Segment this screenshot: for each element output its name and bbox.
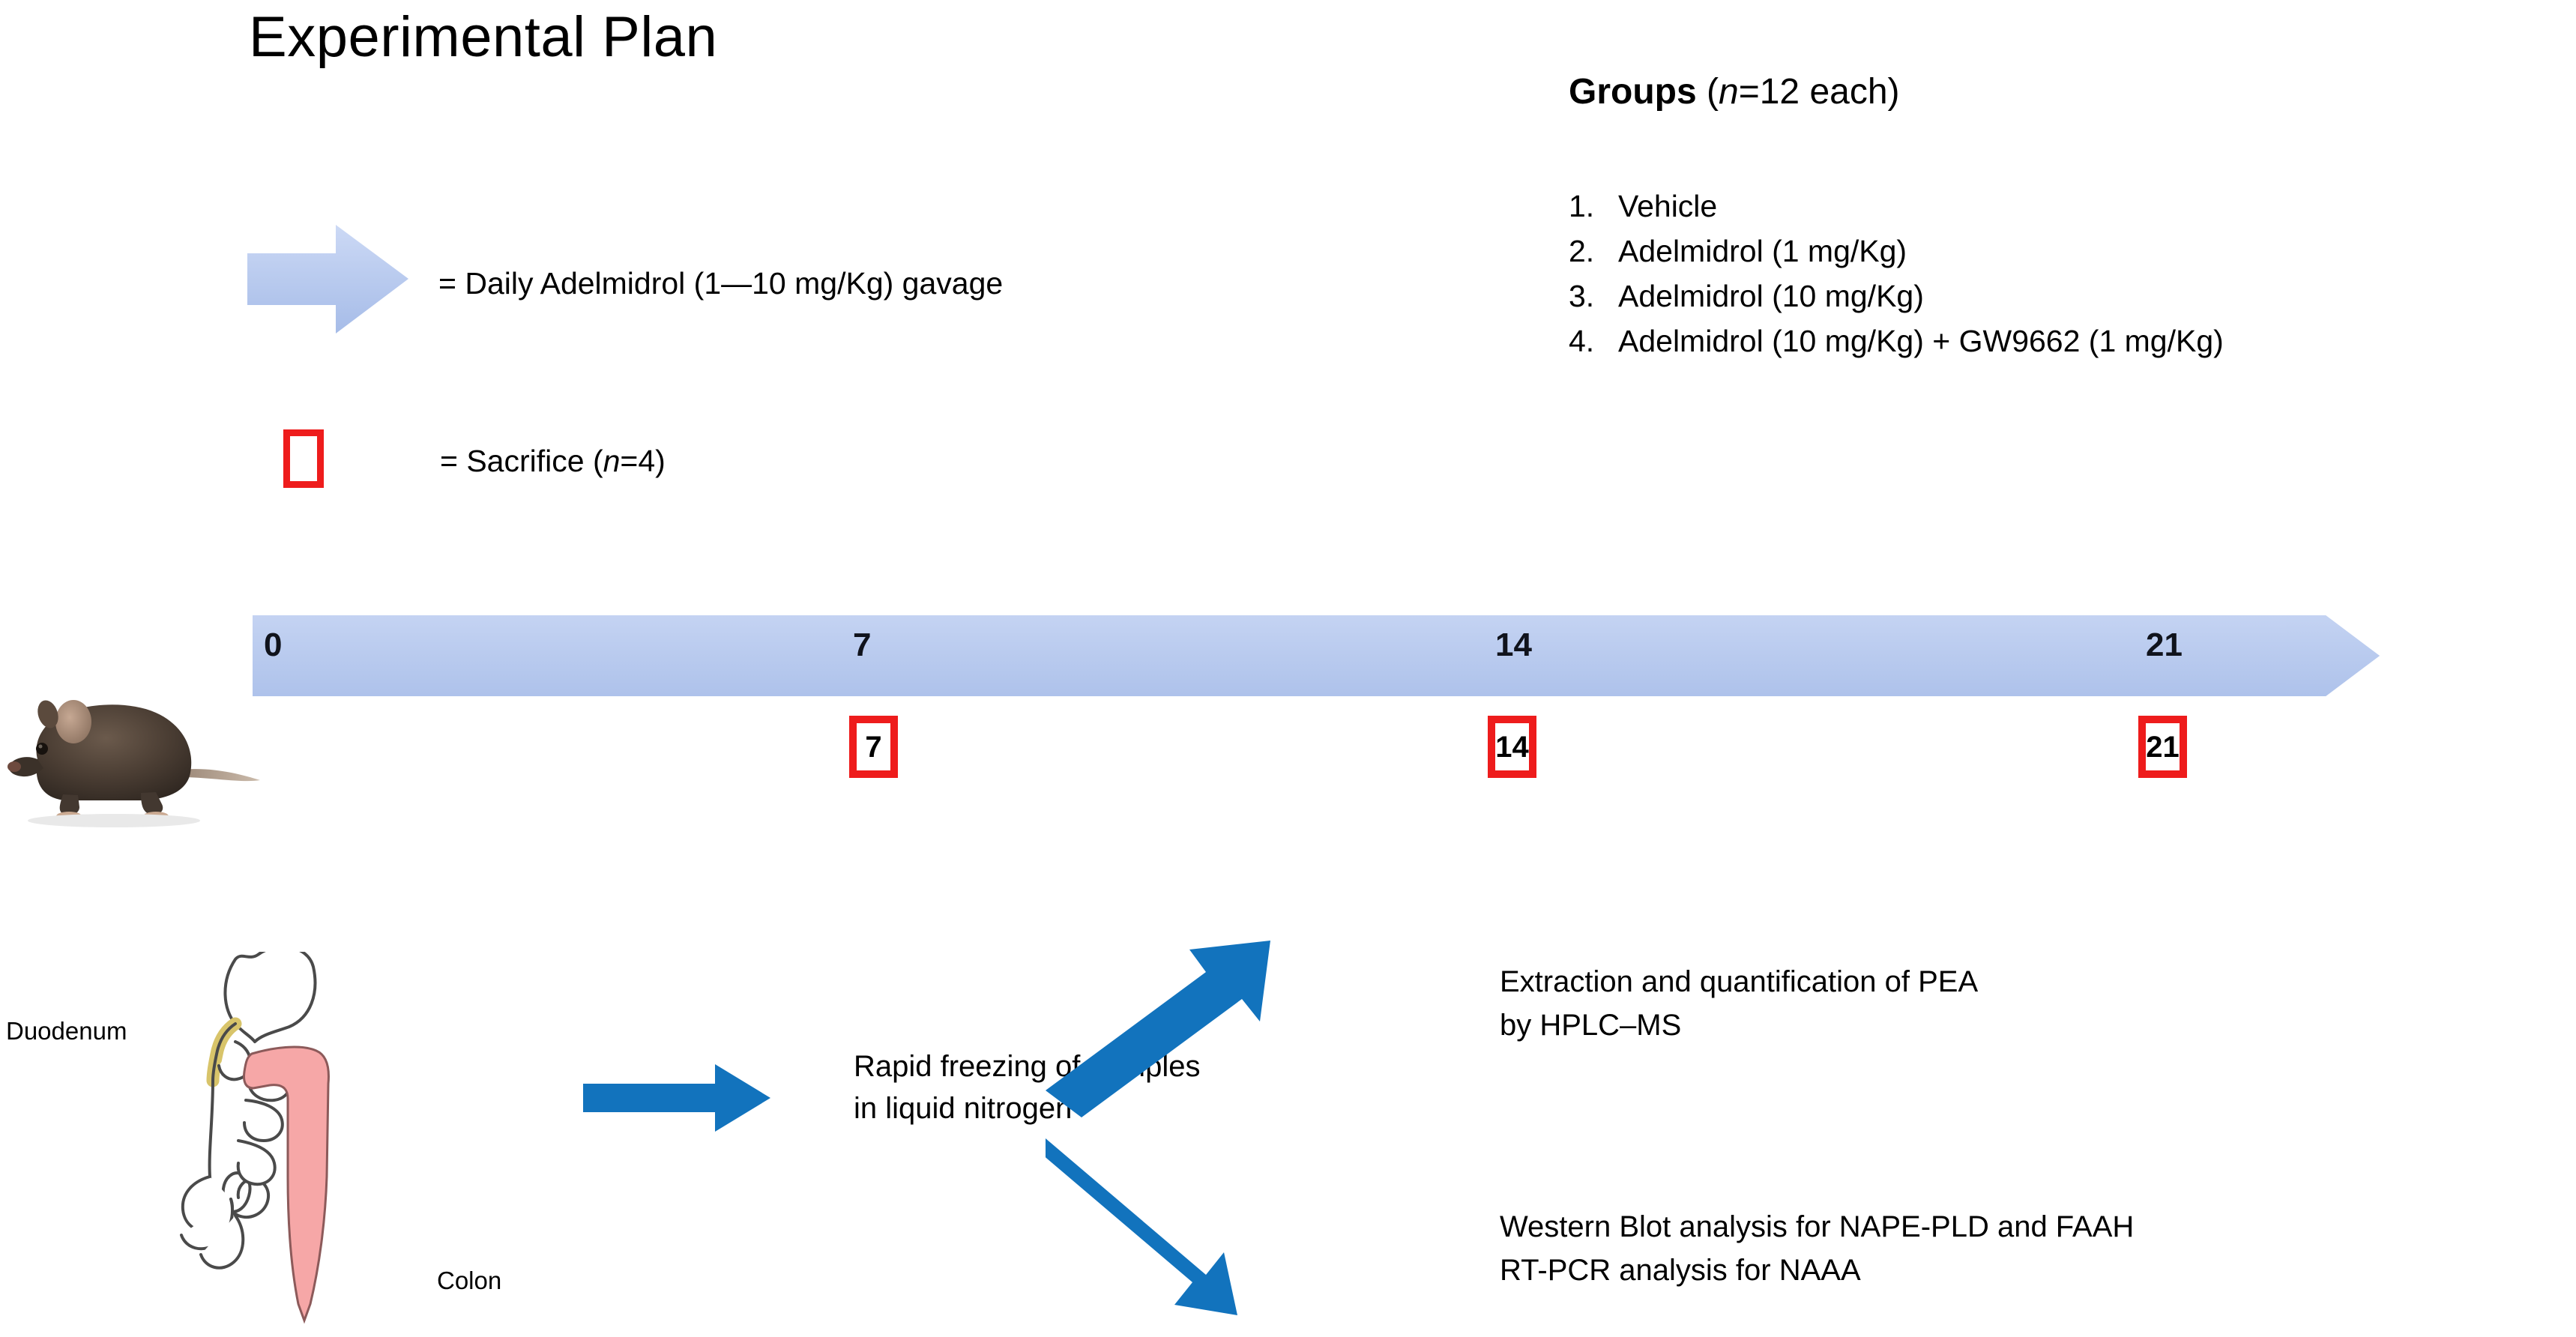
freeze-step-text: Rapid freezing of samples in liquid nitr… xyxy=(854,1045,1200,1129)
list-item: 1. Vehicle xyxy=(1569,184,2224,229)
list-item: 4. Adelmidrol (10 mg/Kg) + GW9662 (1 mg/… xyxy=(1569,319,2224,363)
hplc-line-1: Extraction and quantification of PEA xyxy=(1500,965,1979,998)
groups-list: 1. Vehicle 2. Adelmidrol (1 mg/Kg) 3. Ad… xyxy=(1569,184,2224,363)
flow-arrow-up-right-icon xyxy=(1046,941,1278,1124)
timeline-tick-label-21: 21 xyxy=(2146,627,2183,663)
sacrifice-box-day-7: 7 xyxy=(849,716,898,778)
timeline-tick-label-14: 14 xyxy=(1495,627,1532,663)
colon-label: Colon xyxy=(437,1267,502,1294)
group-number: 3. xyxy=(1569,279,1595,313)
group-label: Vehicle xyxy=(1618,189,1718,223)
page-title: Experimental Plan xyxy=(249,5,718,69)
groups-heading-suffix: =12 each) xyxy=(1738,72,1900,112)
group-number: 2. xyxy=(1569,234,1595,268)
sacrifice-box-day-14: 14 xyxy=(1488,716,1536,778)
groups-heading-prefix: ( xyxy=(1696,72,1719,112)
group-label: Adelmidrol (10 mg/Kg) + GW9662 (1 mg/Kg) xyxy=(1618,324,2224,358)
wb-line-2: RT-PCR analysis for NAAA xyxy=(1500,1254,1861,1287)
group-number: 1. xyxy=(1569,189,1595,223)
group-label: Adelmidrol (10 mg/Kg) xyxy=(1618,279,1924,313)
legend-sacrifice-box-icon xyxy=(283,429,324,488)
duodenum-label: Duodenum xyxy=(6,1017,127,1045)
group-label: Adelmidrol (1 mg/Kg) xyxy=(1618,234,1907,268)
timeline-arrow xyxy=(253,615,2380,696)
legend-gavage-label: = Daily Adelmidrol (1—10 mg/Kg) gavage xyxy=(438,266,1004,301)
legend-gavage-arrow-icon xyxy=(247,225,408,334)
legend-sacrifice-prefix: = Sacrifice ( xyxy=(440,444,603,478)
freeze-line-2: in liquid nitrogen xyxy=(854,1092,1073,1125)
sacrifice-box-day-21: 21 xyxy=(2138,716,2187,778)
list-item: 3. Adelmidrol (10 mg/Kg) xyxy=(1569,274,2224,319)
groups-heading-bold: Groups xyxy=(1569,72,1697,112)
legend-sacrifice-italic-n: n xyxy=(603,444,621,478)
gi-tract-diagram xyxy=(88,952,411,1327)
western-blot-step-text: Western Blot analysis for NAPE-PLD and F… xyxy=(1500,1205,2134,1292)
groups-heading: Groups (n=12 each) xyxy=(1569,71,1900,112)
hplc-line-2: by HPLC–MS xyxy=(1500,1009,1682,1042)
wb-line-1: Western Blot analysis for NAPE-PLD and F… xyxy=(1500,1210,2135,1243)
group-number: 4. xyxy=(1569,324,1595,358)
flow-arrow-down-right-icon xyxy=(1046,1128,1278,1315)
timeline-tick-label-7: 7 xyxy=(853,627,872,663)
legend-sacrifice-suffix: =4) xyxy=(620,444,666,478)
flow-arrow-right-icon xyxy=(583,1064,770,1132)
mouse-photo xyxy=(0,671,260,843)
legend-sacrifice-label: = Sacrifice (n=4) xyxy=(440,444,666,479)
list-item: 2. Adelmidrol (1 mg/Kg) xyxy=(1569,229,2224,274)
timeline-tick-label-0: 0 xyxy=(264,627,283,663)
hplc-step-text: Extraction and quantification of PEA by … xyxy=(1500,960,1978,1047)
groups-heading-italic-n: n xyxy=(1719,72,1739,112)
